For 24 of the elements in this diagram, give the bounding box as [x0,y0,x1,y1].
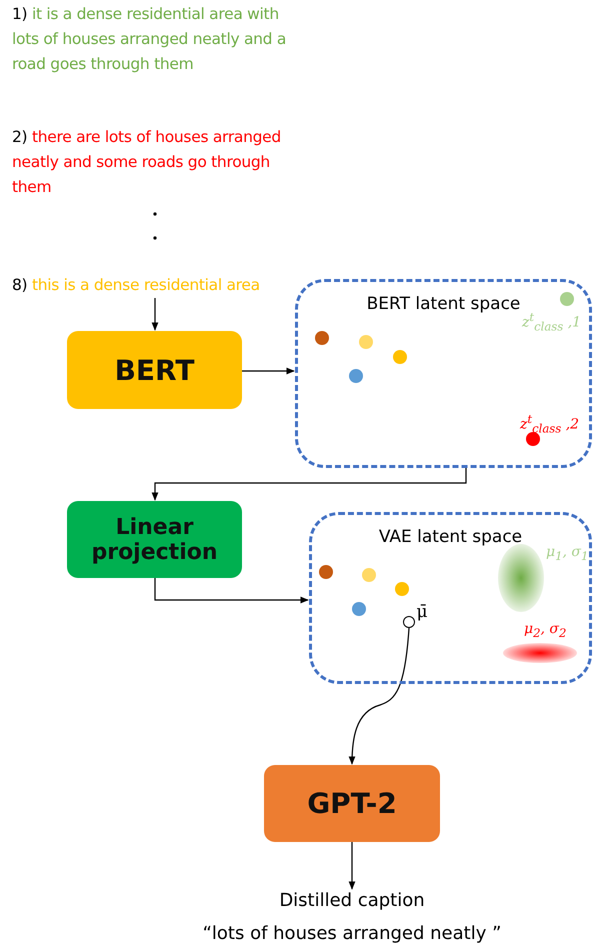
symbol-label: z$^{t}$$_{class}$ ,1 [522,310,582,334]
caption-sentence: 8) this is a dense residential area [12,275,260,296]
arrow [242,368,295,374]
arrow [348,842,356,890]
latent-space-region [295,279,592,468]
caption-sentence: 1) it is a dense residential area with lots of houses arranged neatly and a road goes through them [12,4,288,75]
region-title: VAE latent space [378,527,524,547]
symbol-label: z$^{t}$$_{class}$ ,2 [520,412,580,436]
process-box: Linear projection [67,501,242,578]
symbol-label: μ̄ [416,602,428,622]
latent-space-region [309,512,592,684]
caption-sentence: 2) there are lots of houses arranged neatly and some roads go through them [12,127,282,198]
process-box: BERT [67,331,242,409]
region-title: BERT latent space [366,294,522,314]
symbol-label: μ$_{2}$, σ$_{2}$ [524,621,566,640]
output-caption: “lots of houses arranged neatly ” [202,923,502,944]
output-heading: Distilled caption [278,890,426,911]
arrow [152,468,467,501]
mean-point-marker [402,616,414,628]
arrow [154,578,309,604]
arrow [152,298,158,331]
process-box: GPT-2 [264,765,440,842]
arrow [348,628,410,765]
symbol-label: μ$_{1}$, σ$_{1}$ [546,544,588,563]
